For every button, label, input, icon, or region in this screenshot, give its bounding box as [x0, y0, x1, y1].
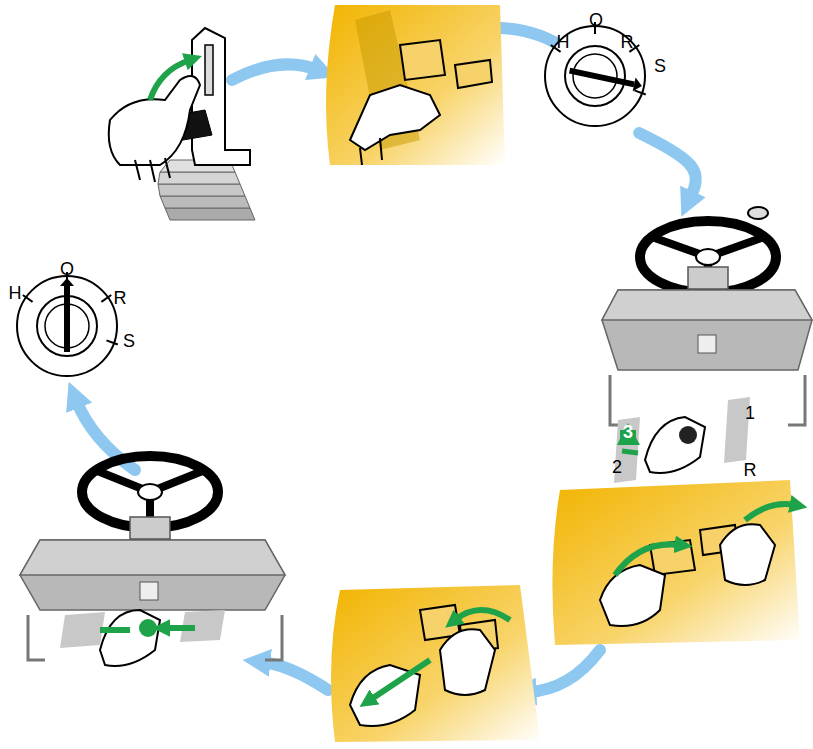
steering-panel — [602, 207, 812, 483]
steering-gear-panel: 3 1 2 R — [600, 195, 813, 525]
flow-arrow — [639, 133, 696, 199]
dial-ring — [17, 276, 117, 376]
switch-position: O — [60, 260, 74, 278]
pedal-illustration-part — [615, 544, 680, 575]
lever-illustration-part — [135, 158, 170, 182]
shift-arrow — [622, 451, 638, 453]
key-switch-dial: O H R S — [530, 8, 670, 133]
key-needle — [570, 71, 635, 85]
switch-position: O — [589, 11, 603, 29]
pedal-illustration-part — [552, 480, 800, 645]
lever-illustration-part — [205, 45, 213, 95]
pedal-illustration-part — [600, 565, 665, 626]
switch-position: S — [654, 57, 666, 75]
lever-illustration — [109, 28, 255, 220]
steering-panel — [20, 456, 285, 666]
lever-illustration-part — [192, 28, 250, 165]
gear-position: 1 — [745, 404, 755, 422]
dial-tick — [23, 295, 33, 302]
switch-position: S — [123, 332, 135, 350]
key-needle — [64, 286, 70, 352]
pedal-illustration-part — [360, 138, 382, 165]
steering-panel-part — [138, 484, 162, 500]
steering-panel-part — [140, 582, 158, 600]
switch-position: H — [557, 33, 570, 51]
console-top — [602, 290, 812, 320]
node-outline — [600, 195, 813, 525]
gear-position: R — [744, 461, 757, 479]
lever-illustration-part — [165, 208, 255, 220]
steering-wheel — [640, 221, 776, 293]
pedal-illustration-part — [400, 40, 445, 80]
flow-arrows-part — [232, 64, 318, 80]
switch-position: H — [9, 284, 22, 302]
switch-position: R — [114, 289, 127, 307]
flow-arrows-part — [528, 650, 600, 692]
wheel-spoke — [652, 237, 764, 291]
lever-illustration-part — [158, 184, 245, 196]
wheel-hub — [696, 249, 720, 265]
pedal-illustration-part — [455, 610, 510, 620]
console — [602, 290, 812, 370]
pedal-illustration-part — [350, 85, 440, 150]
dial-tick — [101, 295, 111, 302]
pedal-illustration — [331, 585, 540, 742]
dial-tick — [106, 340, 117, 344]
gear-position: 3 — [623, 423, 633, 441]
dial-tick — [634, 90, 645, 94]
key-switch-dial: O H R S — [2, 258, 142, 383]
lever-illustration-part — [158, 172, 240, 184]
steering-panel-part — [20, 540, 285, 575]
hand — [645, 417, 705, 473]
gear-knob — [679, 426, 697, 444]
steering-panel-part — [100, 610, 160, 666]
steering-panel-part — [139, 619, 157, 637]
steering-column — [688, 267, 728, 289]
switch — [698, 335, 716, 353]
pedal-illustration-part — [455, 60, 492, 88]
key-needle-head — [60, 278, 74, 286]
steering-panel-part — [60, 612, 105, 648]
lever-illustration-part — [150, 60, 190, 100]
pedal-illustration — [552, 480, 800, 645]
pedal-illustration-part — [331, 585, 540, 742]
steering-panel-part — [20, 540, 285, 610]
pedal-illustration-part — [326, 5, 505, 165]
pedal-illustration-part — [370, 660, 430, 700]
dial-ring — [545, 26, 645, 126]
gear-position: 2 — [612, 458, 622, 476]
steering-panel-part — [100, 628, 195, 630]
switch-position: R — [621, 33, 634, 51]
pedal-illustration-part — [440, 629, 495, 695]
flow-arrows-part — [262, 662, 328, 690]
steering-panel-part — [130, 517, 170, 539]
shift-arrow — [617, 423, 640, 445]
key-needle-head — [633, 77, 642, 91]
pedal-illustration-part — [745, 504, 795, 520]
pedal-illustration-part — [720, 524, 775, 585]
lever-illustration-part — [160, 196, 250, 208]
pedal-illustration — [326, 5, 505, 165]
wheel-knob — [748, 207, 768, 219]
